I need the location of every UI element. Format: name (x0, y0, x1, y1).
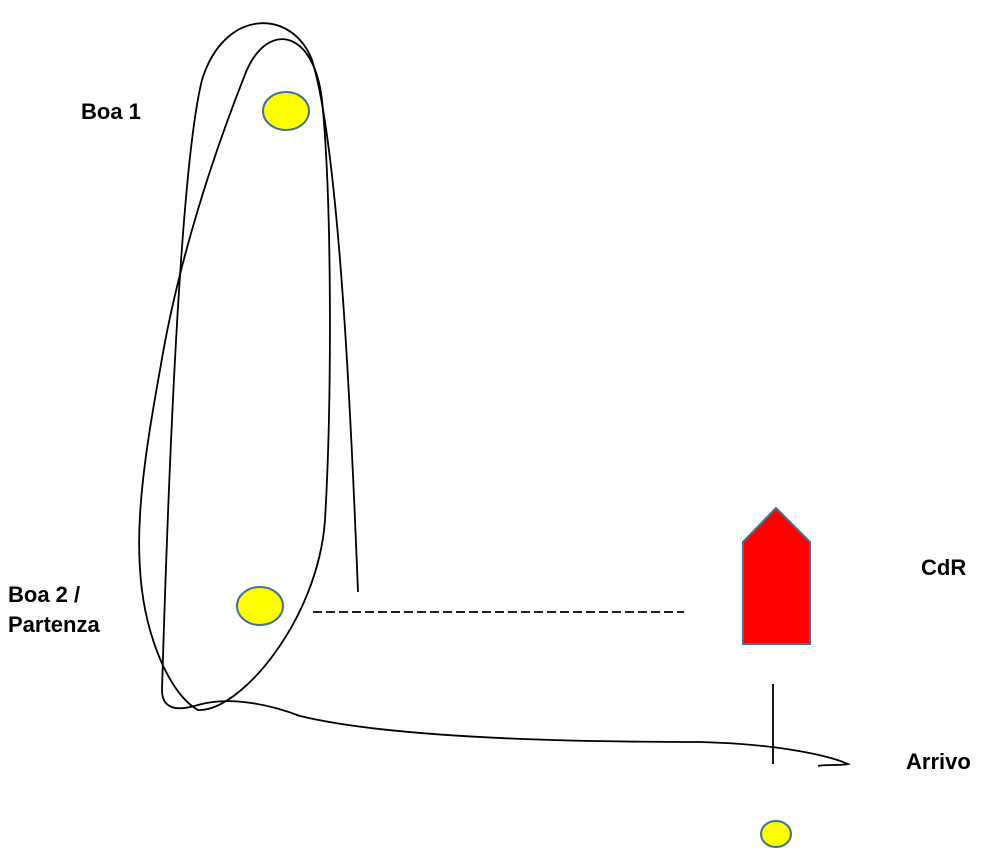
boa-1-buoy (262, 91, 310, 131)
course-path (161, 22, 851, 767)
boa-2-label-line-2: Partenza (8, 612, 100, 637)
arrivo-label: Arrivo (906, 749, 971, 774)
boa-1-label: Boa 1 (81, 99, 141, 124)
boa-2-partenza-label: Boa 2 / Partenza (8, 580, 100, 640)
boa-2-buoy (236, 586, 284, 626)
committee-boat (742, 506, 811, 645)
arrivo-buoy (760, 820, 792, 848)
boa-2-label-line-1: Boa 2 / (8, 582, 81, 607)
committee-boat-label: CdR (921, 555, 967, 580)
course-inner-loop (138, 38, 331, 711)
